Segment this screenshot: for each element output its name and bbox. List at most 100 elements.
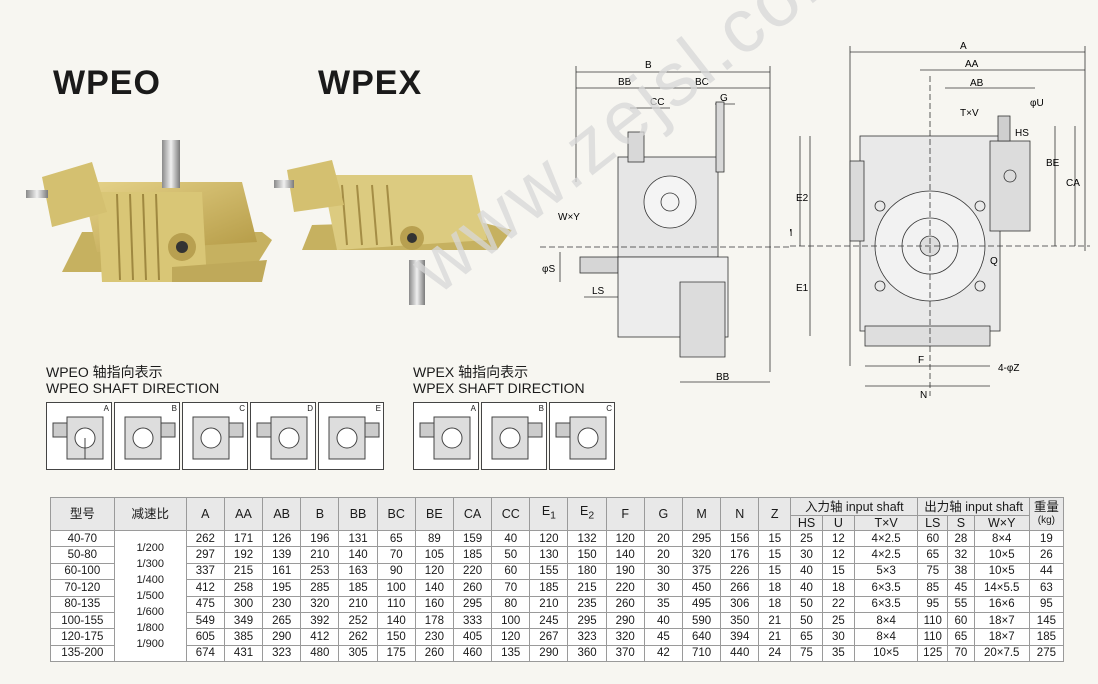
header-cc: CC bbox=[491, 497, 531, 531]
cell-dimension: 20 bbox=[643, 529, 684, 548]
header-ca: CA bbox=[452, 497, 493, 531]
cell-dimension: 305 bbox=[338, 644, 378, 663]
cell-dimension: 185 bbox=[529, 579, 569, 597]
ratio-item: 1/600 bbox=[136, 606, 164, 619]
cell-dimension: 475 bbox=[185, 595, 225, 613]
cell-u: 18 bbox=[821, 579, 855, 597]
cell-dimension: 140 bbox=[376, 611, 416, 630]
direction-letter: C bbox=[606, 404, 612, 413]
header-ratio: 减速比 bbox=[113, 497, 187, 531]
direction-letter: A bbox=[470, 404, 476, 413]
cell-model: 80-135 bbox=[50, 595, 115, 613]
cell-wxy: 16×6 bbox=[973, 595, 1030, 613]
shaft-direction-d: D bbox=[250, 402, 316, 470]
cell-wxy: 20×7.5 bbox=[973, 644, 1030, 663]
cell-weight: 185 bbox=[1028, 628, 1065, 646]
cell-dimension: 349 bbox=[223, 611, 264, 630]
gearbox-schematic-icon bbox=[328, 416, 380, 460]
cell-dimension: 40 bbox=[643, 611, 684, 630]
cell-dimension: 196 bbox=[300, 529, 340, 548]
cell-dimension: 70 bbox=[376, 546, 416, 564]
dim-q: Q bbox=[990, 256, 998, 267]
header-aa: AA bbox=[223, 497, 264, 531]
cell-dimension: 440 bbox=[720, 644, 760, 663]
cell-model: 40-70 bbox=[50, 529, 115, 548]
cell-txv: 4×2.5 bbox=[853, 546, 919, 564]
ratio-item: 1/500 bbox=[136, 590, 164, 603]
cell-dimension: 266 bbox=[720, 579, 760, 597]
header-f: F bbox=[605, 497, 645, 531]
cell-u: 12 bbox=[821, 546, 855, 564]
dim-b: B bbox=[645, 60, 652, 71]
header-bb: BB bbox=[338, 497, 378, 531]
specification-table: 型号 减速比 A AA AB B BB BC BE CA CC E1 E2 F … bbox=[50, 497, 1065, 663]
cell-dimension: 185 bbox=[338, 579, 378, 597]
cell-s: 65 bbox=[947, 628, 975, 646]
wpeo-title: WPEO bbox=[53, 64, 161, 102]
cell-dimension: 15 bbox=[758, 529, 792, 548]
cell-dimension: 156 bbox=[720, 529, 760, 548]
cell-dimension: 290 bbox=[529, 644, 569, 663]
cell-u: 12 bbox=[821, 529, 855, 548]
cell-dimension: 105 bbox=[414, 546, 454, 564]
cell-dimension: 385 bbox=[223, 628, 264, 646]
cell-dimension: 89 bbox=[414, 529, 454, 548]
direction-letter: C bbox=[239, 404, 245, 413]
gearbox-schematic-icon bbox=[256, 416, 308, 460]
cell-dimension: 40 bbox=[491, 529, 531, 548]
cell-dimension: 320 bbox=[605, 628, 645, 646]
cell-dimension: 394 bbox=[720, 628, 760, 646]
cell-dimension: 126 bbox=[262, 529, 302, 548]
cell-dimension: 190 bbox=[605, 562, 645, 581]
dim-e1: E1 bbox=[796, 283, 809, 294]
cell-dimension: 260 bbox=[414, 644, 454, 663]
cell-dimension: 110 bbox=[376, 595, 416, 613]
cell-dimension: 159 bbox=[452, 529, 493, 548]
cell-hs: 50 bbox=[790, 595, 823, 613]
ratio-item: 1/400 bbox=[136, 574, 164, 587]
dim-g: G bbox=[720, 93, 728, 104]
cell-dimension: 262 bbox=[185, 529, 225, 548]
cell-weight: 275 bbox=[1028, 644, 1065, 663]
cell-s: 38 bbox=[947, 562, 975, 581]
cell-dimension: 260 bbox=[605, 595, 645, 613]
header-weight: 重量(kg) bbox=[1028, 497, 1065, 531]
cell-dimension: 100 bbox=[491, 611, 531, 630]
cell-dimension: 35 bbox=[643, 595, 684, 613]
cell-s: 55 bbox=[947, 595, 975, 613]
cell-dimension: 42 bbox=[643, 644, 684, 663]
cell-wxy: 10×5 bbox=[973, 546, 1030, 564]
cell-weight: 26 bbox=[1028, 546, 1065, 564]
cell-dimension: 674 bbox=[185, 644, 225, 663]
wpex-gearbox-photo bbox=[274, 160, 512, 305]
cell-u: 15 bbox=[821, 562, 855, 581]
cell-dimension: 710 bbox=[681, 644, 722, 663]
cell-dimension: 412 bbox=[300, 628, 340, 646]
cell-txv: 4×2.5 bbox=[853, 529, 919, 548]
cell-dimension: 295 bbox=[681, 529, 722, 548]
direction-letter: A bbox=[103, 404, 109, 413]
cell-s: 70 bbox=[947, 644, 975, 663]
header-wxy: W×Y bbox=[973, 515, 1030, 531]
cell-dimension: 590 bbox=[681, 611, 722, 630]
cell-txv: 10×5 bbox=[853, 644, 919, 663]
header-model: 型号 bbox=[50, 497, 115, 531]
cell-dimension: 21 bbox=[758, 611, 792, 630]
cell-wxy: 18×7 bbox=[973, 628, 1030, 646]
cell-dimension: 130 bbox=[529, 546, 569, 564]
cell-dimension: 140 bbox=[605, 546, 645, 564]
cell-dimension: 290 bbox=[262, 628, 302, 646]
cell-hs: 40 bbox=[790, 579, 823, 597]
direction-letter: E bbox=[375, 404, 381, 413]
wpex-title: WPEX bbox=[318, 64, 423, 102]
dim-m: M bbox=[790, 228, 792, 239]
cell-hs: 65 bbox=[790, 628, 823, 646]
cell-dimension: 185 bbox=[452, 546, 493, 564]
cell-dimension: 176 bbox=[720, 546, 760, 564]
cell-dimension: 178 bbox=[414, 611, 454, 630]
cell-u: 35 bbox=[821, 644, 855, 663]
cell-dimension: 370 bbox=[605, 644, 645, 663]
